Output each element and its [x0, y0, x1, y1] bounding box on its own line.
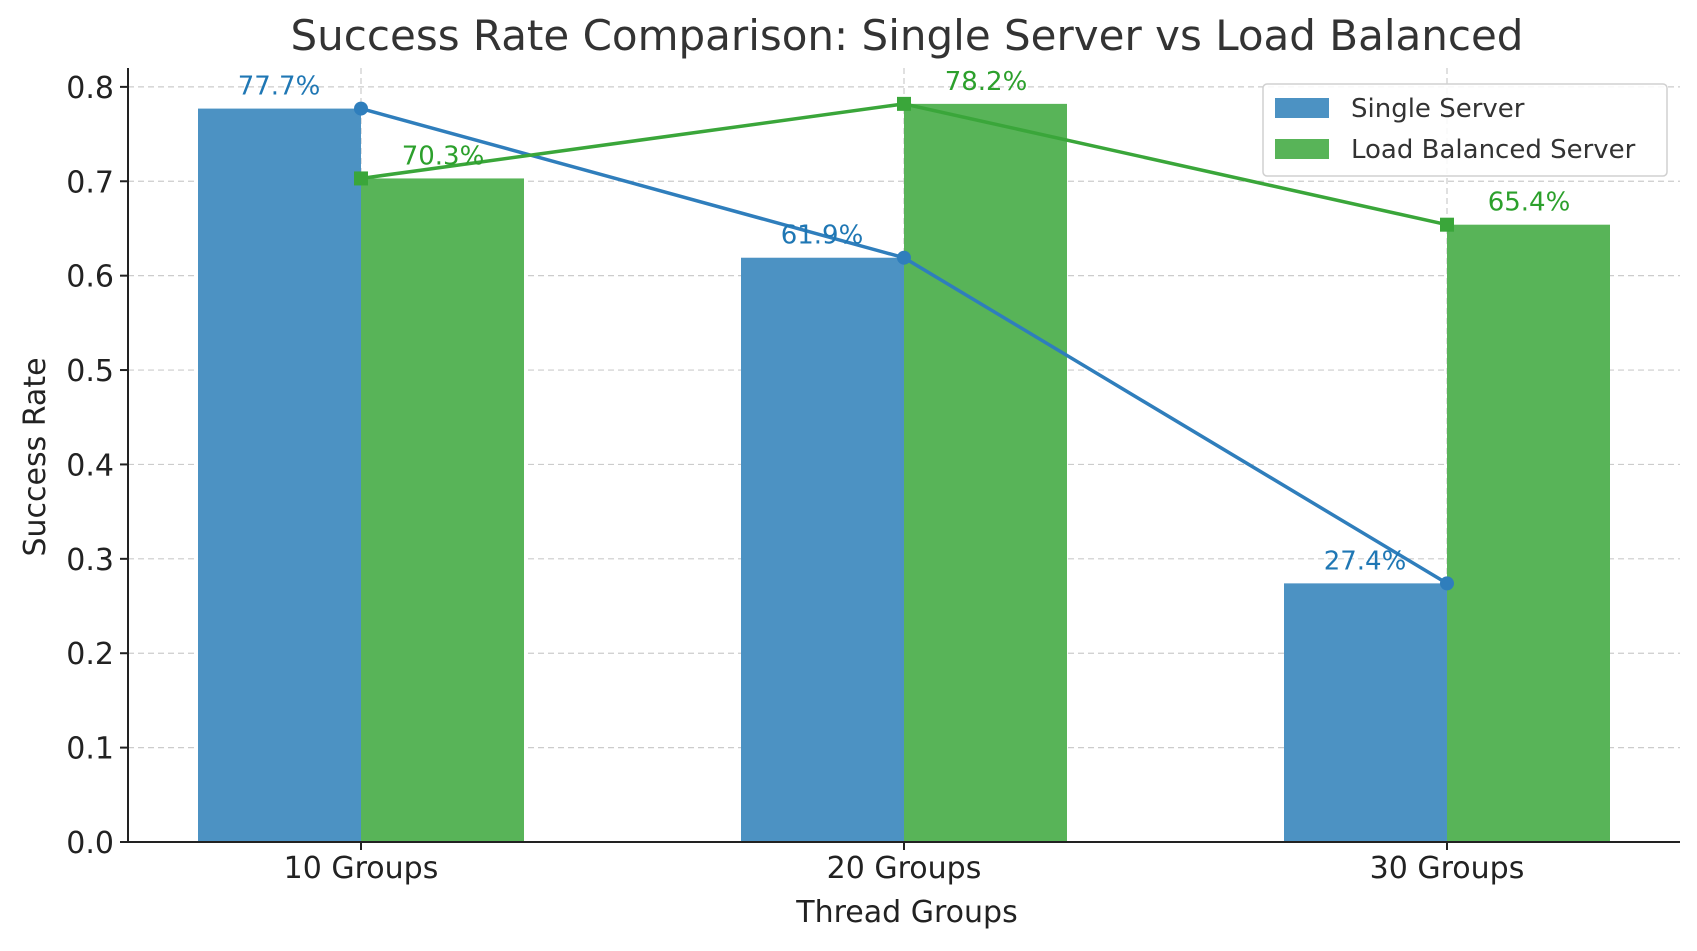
y-tick-label: 0.6 — [66, 260, 114, 295]
legend-box — [1262, 83, 1668, 177]
y-tick-label: 0.0 — [66, 826, 114, 861]
y-tick-label: 0.5 — [66, 354, 114, 389]
bar-single-server-1 — [198, 108, 361, 842]
x-tick-label: 30 Groups — [1370, 851, 1525, 886]
x-axis-label: Thread Groups — [795, 895, 1017, 930]
data-label-single-server-2: 61.9% — [781, 221, 864, 251]
chart-title: Success Rate Comparison: Single Server v… — [291, 11, 1524, 60]
legend-label-load-balanced: Load Balanced Server — [1351, 135, 1636, 165]
point-single-server-2 — [897, 250, 911, 265]
x-tick-label: 10 Groups — [284, 851, 439, 886]
y-axis-label: Success Rate — [18, 357, 53, 556]
legend-swatch-load-balanced — [1275, 139, 1329, 159]
data-label-single-server-3: 27.4% — [1324, 546, 1407, 576]
axis-layer: 0.0 0.1 0.2 0.3 0.4 0.5 0.6 0.7 0.8 10 Groups 20 G… — [66, 68, 1680, 886]
y-tick-label: 0.3 — [66, 543, 114, 578]
y-tick-label: 0.4 — [66, 448, 114, 483]
bar-load-balanced-2 — [904, 103, 1067, 843]
bar-load-balanced-3 — [1447, 224, 1610, 842]
y-tick-label: 0.2 — [66, 637, 114, 672]
data-label-load-balanced-3: 65.4% — [1488, 188, 1571, 218]
bar-single-server-3 — [1284, 583, 1447, 842]
point-load-balanced-1 — [354, 171, 368, 186]
bar-layer — [198, 103, 1610, 843]
data-label-load-balanced-1: 70.3% — [402, 141, 485, 171]
y-tick-label: 0.1 — [66, 732, 114, 767]
point-single-server-1 — [354, 101, 368, 116]
point-single-server-3 — [1440, 576, 1454, 591]
data-label-single-server-1: 77.7% — [238, 72, 321, 102]
data-label-load-balanced-2: 78.2% — [945, 67, 1028, 97]
line-layer — [354, 96, 1454, 591]
bar-load-balanced-1 — [361, 178, 524, 842]
y-tick-label: 0.8 — [66, 71, 114, 106]
point-load-balanced-3 — [1440, 217, 1454, 232]
bar-single-server-2 — [741, 257, 904, 843]
x-tick-label: 20 Groups — [827, 851, 982, 886]
label-layer: 77.7% 61.9% 27.4% 70.3% 78.2% 65.4% — [238, 67, 1571, 577]
legend-label-single-server: Single Server — [1351, 94, 1525, 124]
point-load-balanced-2 — [897, 96, 911, 111]
y-tick-label: 0.7 — [66, 165, 114, 200]
legend-swatch-single-server — [1275, 98, 1329, 118]
